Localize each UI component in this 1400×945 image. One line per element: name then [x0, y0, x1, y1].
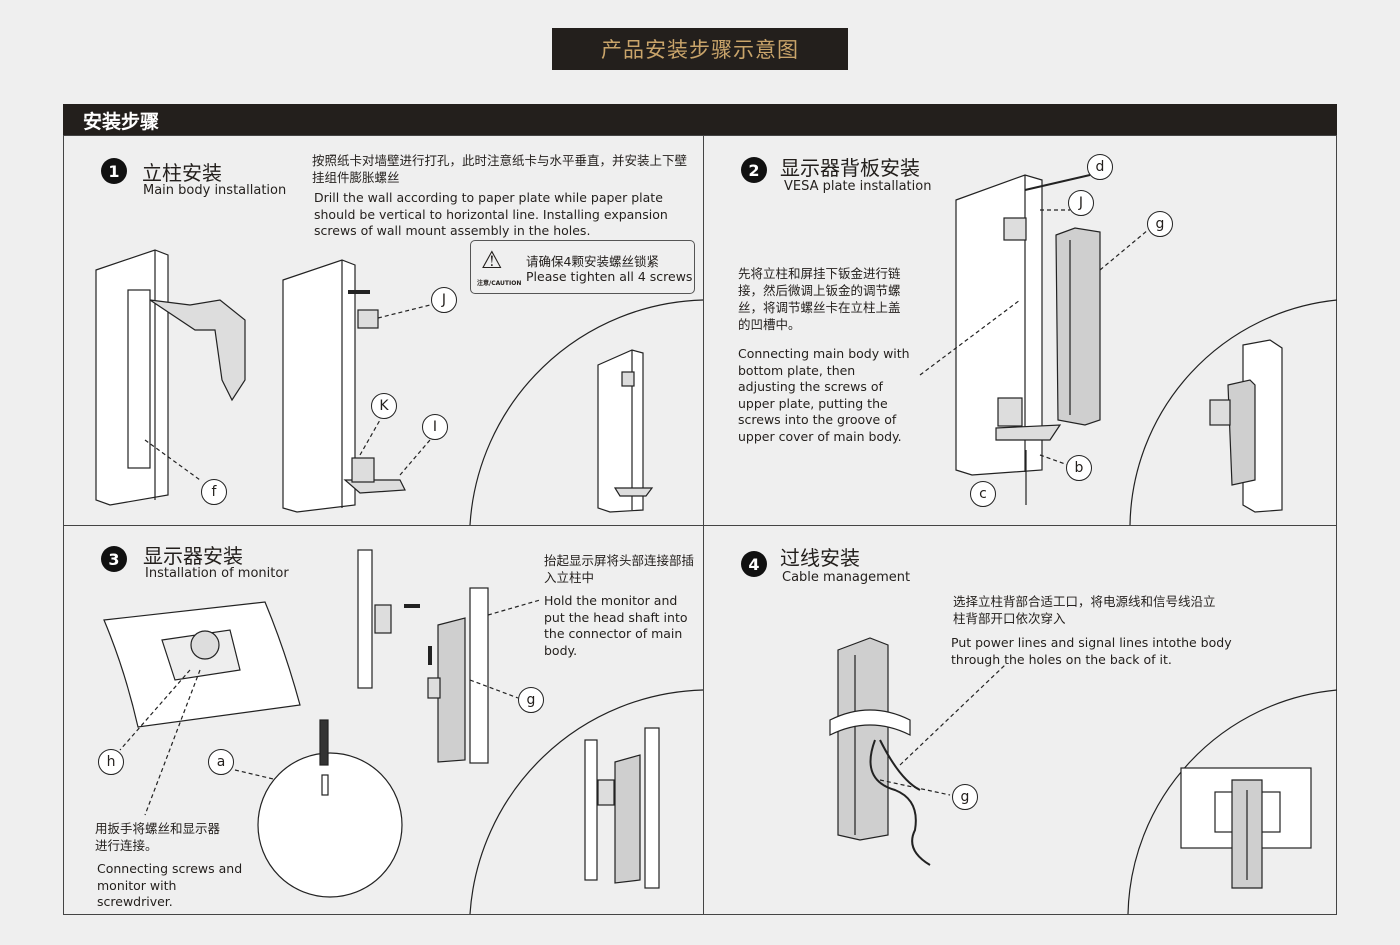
part-label-a: a: [208, 749, 234, 775]
part-label-j: J: [431, 287, 457, 313]
divider-horizontal: [63, 525, 1337, 526]
step-number-4: 4: [741, 551, 767, 577]
detail-arc: [1127, 689, 1338, 915]
step-3-desc-cn: 抬起显示屏将头部连接部插入立柱中: [544, 553, 695, 585]
step-2-desc-en: Connecting main body with bottom plate, …: [738, 346, 910, 444]
step-3-title-en: Installation of monitor: [145, 566, 289, 581]
step-2-desc-cn: 先将立柱和屏挂下钣金进行链接，然后微调上钣金的调节螺丝，将调节螺丝卡在立柱上盖的…: [738, 266, 901, 332]
step-4-desc-cn: 选择立柱背部合适工口，将电源线和信号线沿立柱背部开口依次穿入: [953, 594, 1216, 626]
wall-drill-illustration: [95, 249, 246, 506]
part-label-h: h: [98, 749, 124, 775]
step-4-title-cn: 过线安装: [780, 546, 860, 570]
section-header: 安装步骤: [63, 104, 1337, 136]
monitor-mounted-illustration: [584, 727, 660, 889]
step-2-title-en: VESA plate installation: [784, 179, 932, 194]
caution-cn: 请确保4颗安装螺丝锁紧: [526, 254, 659, 269]
part-label-d: d: [1087, 154, 1113, 180]
step-1-title-en: Main body installation: [143, 183, 287, 198]
step-1-desc-cn: 按照纸卡对墙壁进行打孔，此时注意纸卡与水平垂直，并安装上下壁挂组件膨胀螺丝: [312, 153, 688, 185]
mounted-brackets-illustration: [597, 349, 654, 513]
step-3-desc2-en: Connecting screws and monitor with screw…: [97, 861, 243, 909]
step-3-title-cn: 显示器安装: [143, 544, 243, 568]
warning-icon: ⚠: [481, 246, 503, 274]
step-1-desc-en: Drill the wall according to paper plate …: [314, 190, 668, 238]
cable-detail-illustration: [1180, 767, 1312, 889]
step-3-desc2-cn: 用扳手将螺丝和显示器进行连接。: [95, 821, 221, 853]
caution-box: ⚠ 注意/CAUTION 请确保4颗安装螺丝锁紧 Please tighten …: [470, 240, 695, 294]
wall-brackets-illustration: [282, 259, 431, 513]
detail-arc: [1129, 299, 1338, 526]
step-number-2: 2: [741, 157, 767, 183]
monitor-insert-illustration: [357, 549, 541, 764]
caution-tag: 注意/CAUTION: [477, 280, 522, 287]
part-label-g: g: [952, 784, 978, 810]
part-label-f: f: [201, 479, 227, 505]
part-label-k: K: [371, 393, 397, 419]
caution-en: Please tighten all 4 screws: [526, 269, 693, 284]
mounted-column-illustration: [1209, 339, 1283, 513]
part-label-j: J: [1068, 190, 1094, 216]
part-label-b: b: [1066, 455, 1092, 481]
part-label-c: c: [970, 481, 996, 507]
part-label-g: g: [518, 687, 544, 713]
step-2-title-cn: 显示器背板安装: [780, 156, 920, 180]
step-1-title-cn: 立柱安装: [142, 161, 222, 185]
step-4-title-en: Cable management: [782, 570, 911, 585]
monitor-back-illustration: [103, 601, 403, 898]
detail-arc: [469, 299, 704, 526]
step-3-desc-en: Hold the monitor and put the head shaft …: [544, 593, 688, 658]
step-4-desc-en: Put power lines and signal lines intothe…: [951, 635, 1232, 667]
detail-arc: [469, 689, 704, 915]
vesa-plate-illustration: [919, 174, 1149, 505]
step-number-3: 3: [101, 546, 127, 572]
cable-column-illustration: [829, 637, 1006, 866]
step-number-1: 1: [101, 158, 127, 184]
page-title: 产品安装步骤示意图: [552, 28, 848, 70]
part-label-i: I: [422, 414, 448, 440]
part-label-g: g: [1147, 211, 1173, 237]
